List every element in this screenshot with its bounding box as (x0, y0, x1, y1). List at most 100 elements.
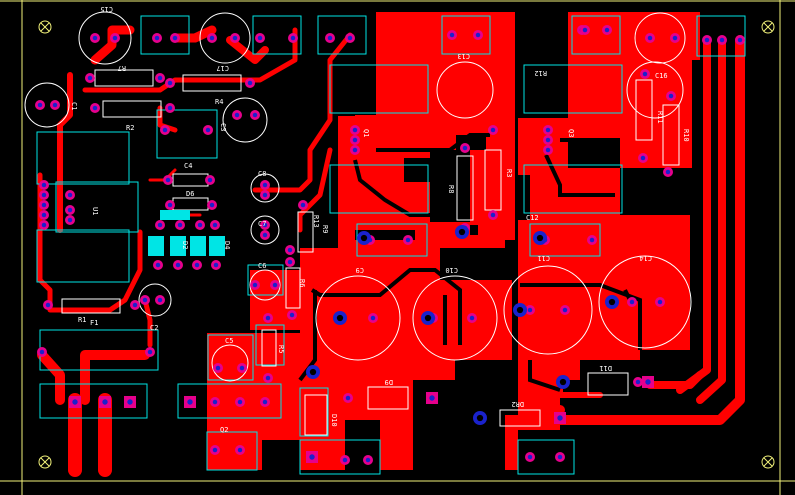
large-via-hole (360, 234, 368, 242)
label-c2: C2 (150, 324, 158, 332)
drill-hole (142, 297, 148, 303)
drill-hole (365, 457, 371, 463)
drill-hole (657, 299, 663, 305)
drill-hole (719, 37, 725, 43)
drill-hole (545, 137, 551, 143)
label-c8: C8 (258, 170, 266, 178)
drill-hole (41, 212, 47, 218)
drill-hole (177, 222, 183, 228)
resistor-bodies (61, 69, 680, 436)
designator-labels: C15 C17 C1 R7 R4 R2 C3 C13 C16 Q1 Q3 R11… (70, 5, 690, 434)
drill-hole (237, 447, 243, 453)
label-q2: Q2 (220, 426, 228, 434)
drill-hole (545, 147, 551, 153)
drill-hole (352, 127, 358, 133)
drill-hole (287, 247, 293, 253)
label-c12: C12 (526, 214, 539, 222)
drill-hole (194, 262, 200, 268)
drill-hole (239, 365, 245, 371)
drill-hole (41, 202, 47, 208)
drill-hole (213, 262, 219, 268)
drill-hole (635, 379, 641, 385)
drill-hole (157, 222, 163, 228)
clearance-gaps (298, 133, 642, 470)
drill-hole (352, 137, 358, 143)
label-r11: R11 (656, 111, 664, 124)
label-d6: D6 (186, 190, 194, 198)
label-c7: C7 (258, 220, 266, 228)
drill-hole (175, 262, 181, 268)
label-r6: R6 (298, 279, 306, 287)
drill-hole (272, 282, 278, 288)
drill-hole (207, 177, 213, 183)
drill-hole (215, 365, 221, 371)
drill-hole (67, 192, 73, 198)
drill-hole (165, 177, 171, 183)
drill-hole (449, 32, 455, 38)
drill-hole (87, 75, 93, 81)
large-via-hole (559, 378, 567, 386)
label-c16: C16 (655, 72, 668, 80)
drill-hole (155, 262, 161, 268)
drill-hole (167, 202, 173, 208)
copper-pours (207, 12, 700, 470)
drill-hole (289, 312, 295, 318)
drill-hole (262, 192, 268, 198)
drill-hole (147, 349, 153, 355)
drill-hole (112, 35, 118, 41)
drill-hole (287, 259, 293, 265)
large-via-hole (476, 414, 484, 422)
drill-hole (665, 169, 671, 175)
pad-layer (35, 25, 745, 465)
drill-hole (52, 102, 58, 108)
drill-hole (39, 349, 45, 355)
label-c15: C15 (100, 5, 113, 13)
copper-traces (37, 25, 745, 477)
label-r10: R10 (682, 129, 690, 142)
drill-hole (345, 395, 351, 401)
drill-hole (309, 454, 315, 460)
drill-hole (41, 222, 47, 228)
drill-hole (45, 302, 51, 308)
label-r1: R1 (78, 316, 86, 324)
label-r13: R13 (312, 215, 320, 228)
drill-hole (647, 35, 653, 41)
label-c9: C9 (356, 266, 364, 274)
drill-hole (342, 457, 348, 463)
drill-hole (72, 399, 78, 405)
drill-hole (67, 207, 73, 213)
drill-hole (352, 147, 358, 153)
drill-hole (234, 112, 240, 118)
drill-hole (640, 155, 646, 161)
label-r8: R8 (447, 185, 455, 193)
drill-hole (41, 182, 47, 188)
drill-hole (154, 35, 160, 41)
drill-hole (290, 35, 296, 41)
label-c11: C11 (537, 254, 550, 262)
signal-diodes (148, 210, 225, 256)
drill-hole (41, 192, 47, 198)
drill-hole (187, 399, 193, 405)
drill-hole (252, 282, 258, 288)
drill-hole (589, 237, 595, 243)
drill-hole (247, 80, 253, 86)
label-r2: R2 (126, 124, 134, 132)
large-via-hole (516, 306, 524, 314)
large-via-hole (336, 314, 344, 322)
drill-hole (557, 415, 563, 421)
label-r7: R7 (118, 64, 126, 72)
drill-hole (469, 315, 475, 321)
drill-hole (475, 32, 481, 38)
drill-hole (347, 35, 353, 41)
drill-hole (527, 307, 533, 313)
label-r4: R4 (215, 98, 223, 106)
drill-hole (127, 399, 133, 405)
label-q3: Q3 (567, 129, 575, 137)
drill-hole (262, 232, 268, 238)
drill-hole (167, 105, 173, 111)
drill-hole (252, 112, 258, 118)
label-c17: C17 (216, 64, 229, 72)
drill-hole (102, 399, 108, 405)
label-c10: C10 (445, 266, 458, 274)
